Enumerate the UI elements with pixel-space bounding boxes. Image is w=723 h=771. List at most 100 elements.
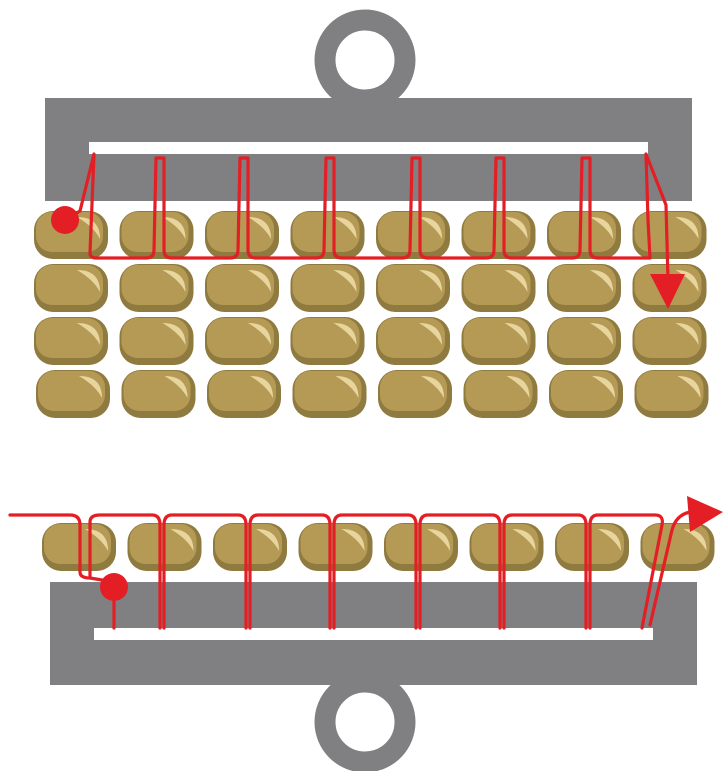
bead-highlight <box>77 270 100 292</box>
bead <box>376 317 450 365</box>
top-bead-grid <box>34 211 709 418</box>
bead <box>463 370 538 418</box>
bead <box>640 523 715 571</box>
bead-highlight <box>333 217 357 239</box>
bead-body <box>463 265 531 305</box>
bead-body <box>123 371 191 411</box>
bead-highlight <box>675 323 699 345</box>
bead-body <box>207 265 274 305</box>
bead-highlight <box>77 323 100 345</box>
bead-highlight <box>248 323 271 345</box>
bead-highlight <box>504 217 528 239</box>
bead-highlight <box>162 323 186 345</box>
bead-body <box>207 318 274 358</box>
bead <box>34 264 108 312</box>
bead <box>461 317 536 365</box>
bead <box>34 317 108 365</box>
bead-body <box>292 265 360 305</box>
bottom-thread-line <box>8 510 692 630</box>
bead-highlight <box>77 217 100 239</box>
top-clasp-slot <box>89 142 648 154</box>
bead <box>119 264 194 312</box>
bead <box>292 370 367 418</box>
bead <box>376 264 450 312</box>
bead-highlight <box>598 529 621 551</box>
bead-highlight <box>419 323 442 345</box>
bead <box>121 370 196 418</box>
bead-highlight <box>85 529 108 551</box>
top-thread-arrow-icon <box>650 274 685 309</box>
bead-highlight <box>256 529 279 551</box>
bead-body <box>44 524 111 564</box>
bead <box>547 264 621 312</box>
bead-body <box>294 371 362 411</box>
bead <box>461 211 536 259</box>
top-thread-line <box>63 152 670 282</box>
bottom-thread-start-dot-icon <box>100 573 128 601</box>
bead-highlight <box>248 217 271 239</box>
bead-body <box>378 318 445 358</box>
bead-highlight <box>675 270 699 292</box>
bead-highlight <box>335 376 359 398</box>
bead-body <box>463 212 531 252</box>
bead-highlight <box>683 529 707 551</box>
bead-body <box>36 318 103 358</box>
bead-highlight <box>421 376 444 398</box>
bead <box>632 317 707 365</box>
bead-highlight <box>427 529 450 551</box>
bead <box>547 317 621 365</box>
bottom-thread-arrow-icon <box>687 496 723 532</box>
bead-highlight <box>592 376 615 398</box>
bead-body <box>549 318 616 358</box>
bottom-loop-ring-icon <box>314 671 416 771</box>
bead <box>290 211 365 259</box>
bead-highlight <box>162 217 186 239</box>
bead-body <box>121 318 189 358</box>
bead-highlight <box>506 376 530 398</box>
bead-body <box>551 371 618 411</box>
bottom-clasp-slot <box>94 628 653 640</box>
bead-highlight <box>504 323 528 345</box>
bead-body <box>549 212 616 252</box>
bead-highlight <box>79 376 102 398</box>
bead-body <box>121 265 189 305</box>
bead-highlight <box>675 217 699 239</box>
bead-highlight <box>333 270 357 292</box>
bead <box>632 211 707 259</box>
bead-body <box>292 318 360 358</box>
bead-body <box>636 371 704 411</box>
bead <box>290 264 365 312</box>
bead-highlight <box>164 376 188 398</box>
bead <box>378 370 452 418</box>
bead-body <box>207 212 274 252</box>
bead-body <box>634 318 702 358</box>
bead <box>547 211 621 259</box>
bead-highlight <box>333 323 357 345</box>
bead <box>205 317 279 365</box>
bottom-bead-row <box>42 523 715 571</box>
bottom-thread-path <box>8 496 723 630</box>
bead-body <box>549 265 616 305</box>
bead-body <box>38 371 105 411</box>
bead-body <box>378 265 445 305</box>
bead <box>207 370 281 418</box>
bead-highlight <box>250 376 273 398</box>
bead-body <box>380 371 447 411</box>
bead-highlight <box>590 217 613 239</box>
bead <box>290 317 365 365</box>
top-clasp <box>45 9 692 201</box>
top-loop-ring-icon <box>314 9 416 111</box>
top-thread-path <box>51 152 685 309</box>
bead-highlight <box>512 529 536 551</box>
bead <box>376 211 450 259</box>
bottom-clasp <box>50 582 697 771</box>
bead-highlight <box>170 529 194 551</box>
bead <box>119 317 194 365</box>
bead-body <box>463 318 531 358</box>
bead <box>205 211 279 259</box>
bead-highlight <box>677 376 701 398</box>
bead <box>205 264 279 312</box>
bead <box>634 370 709 418</box>
